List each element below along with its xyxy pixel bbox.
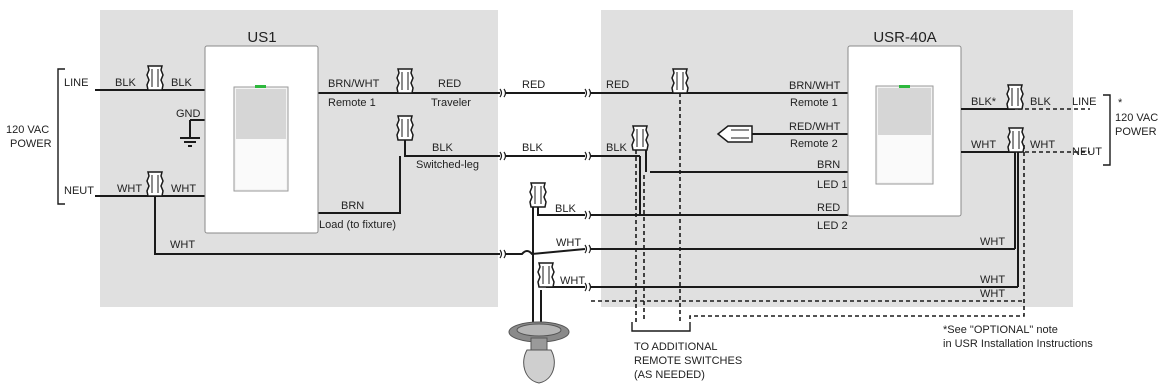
usr40a-led-indicator (899, 85, 910, 88)
label-wht-row3: WHT (980, 288, 1005, 300)
label-brn-wht-right: BRN/WHT (789, 80, 841, 92)
label-blk-out: BLK (171, 77, 192, 89)
note-optional-2: in USR Installation Instructions (943, 338, 1093, 350)
usr40a-switch-plate (847, 45, 962, 217)
label-wht-out: WHT (171, 183, 196, 195)
wire-nut-blk-line (1006, 84, 1024, 110)
label-blk-switched: BLK (432, 142, 453, 154)
us1-title: US1 (247, 29, 276, 46)
additional-remotes-bracket (631, 322, 691, 332)
label-traveler: Traveler (431, 97, 471, 109)
wire-nut-line (146, 65, 164, 91)
wire-nut-fixture-blk (529, 182, 547, 208)
wire-nut-fixture-wht (537, 262, 555, 288)
left-power-label-2: POWER (10, 138, 52, 150)
label-blk-a: BLK (522, 142, 543, 154)
note-additional-3: (AS NEEDED) (634, 369, 705, 381)
label-remote1-right: Remote 1 (790, 97, 838, 109)
wire-nut-neut (146, 171, 164, 197)
right-neut-label: NEUT (1072, 146, 1102, 158)
label-wht-bottom: WHT (170, 239, 195, 251)
note-additional-1: TO ADDITIONAL (634, 341, 718, 353)
left-power-label-1: 120 VAC (6, 124, 49, 136)
label-red-right: RED (817, 202, 840, 214)
left-power-bracket (57, 68, 65, 205)
ground-icon (180, 137, 200, 147)
label-led2: LED 2 (817, 220, 848, 232)
label-switched-leg: Switched-leg (416, 159, 479, 171)
right-line-label: LINE (1072, 96, 1096, 108)
wire-nut-switched-leg (396, 115, 414, 141)
wire-wht-bottom (154, 196, 500, 255)
label-remote1: Remote 1 (328, 97, 376, 109)
label-blk-in: BLK (115, 77, 136, 89)
wire-dashed-wht-vertical (689, 145, 1025, 322)
label-wht-in: WHT (117, 183, 142, 195)
label-blk-fixture: BLK (555, 203, 576, 215)
label-red-a: RED (522, 79, 545, 91)
right-power-label-1: 120 VAC (1115, 112, 1158, 124)
label-wht-b: WHT (560, 275, 585, 287)
label-red-wht-right: RED/WHT (789, 121, 841, 133)
left-line-label: LINE (64, 77, 88, 89)
wire-nut-traveler (396, 68, 414, 94)
label-wht-neut-right: WHT (1030, 139, 1055, 151)
light-fixture-icon (508, 321, 570, 384)
label-red-traveler-color: RED (438, 78, 461, 90)
label-wht-row1: WHT (980, 236, 1005, 248)
wire-nut-red (671, 68, 689, 94)
label-brn-load: BRN (341, 200, 364, 212)
label-wht-row2: WHT (980, 274, 1005, 286)
note-additional-2: REMOTE SWITCHES (634, 355, 742, 367)
right-power-bracket (1103, 94, 1111, 166)
left-neut-label: NEUT (64, 185, 94, 197)
label-blk-b: BLK (606, 142, 627, 154)
wire-load (318, 156, 401, 214)
label-brn-wht: BRN/WHT (328, 78, 380, 90)
label-led1: LED 1 (817, 179, 848, 191)
wire-wht-mid (506, 248, 586, 256)
label-remote2-right: Remote 2 (790, 138, 838, 150)
gnd-label: GND (176, 108, 201, 120)
right-power-label-2: POWER (1115, 126, 1157, 138)
usr40a-title: USR-40A (873, 29, 936, 46)
wire-nut-blk-right (631, 125, 649, 151)
label-brn-right: BRN (817, 159, 840, 171)
label-red-b: RED (606, 79, 629, 91)
us1-switch-plate (204, 45, 319, 234)
wire-nut-remote2-capped (716, 125, 753, 143)
note-optional-1: *See "OPTIONAL" note (943, 324, 1058, 336)
wire-fixture-blk (537, 207, 585, 216)
wire-nut-wht-neut (1007, 127, 1025, 153)
right-star-label: * (1118, 97, 1123, 109)
label-load: Load (to fixture) (319, 219, 396, 231)
break-marks (499, 88, 592, 292)
us1-led-indicator (255, 85, 266, 88)
label-blk-star: BLK* (971, 96, 997, 108)
label-wht-switch-right: WHT (971, 139, 996, 151)
label-blk-right-power: BLK (1030, 96, 1051, 108)
wire-switched-leg (404, 140, 500, 157)
label-wht-a: WHT (556, 237, 581, 249)
